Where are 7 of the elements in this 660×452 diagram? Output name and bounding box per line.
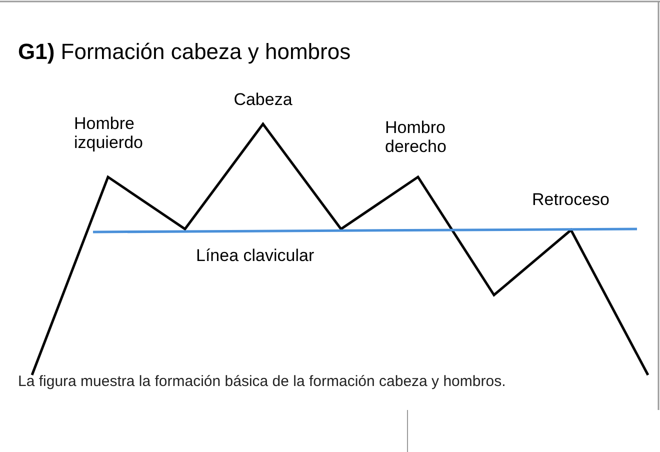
caption: La figura muestra la formación básica de la formación cabeza y hombros. [18, 373, 506, 392]
chart-label: Línea clavicular [196, 246, 316, 265]
title: G1) Formación cabeza y hombros [18, 38, 351, 66]
chart-label: Cabeza [232, 90, 294, 109]
chart-label: Retroceso [532, 190, 610, 209]
chart-label: Hombre izquierdo [74, 114, 144, 152]
chart-label: Hombro derecho [385, 118, 448, 156]
